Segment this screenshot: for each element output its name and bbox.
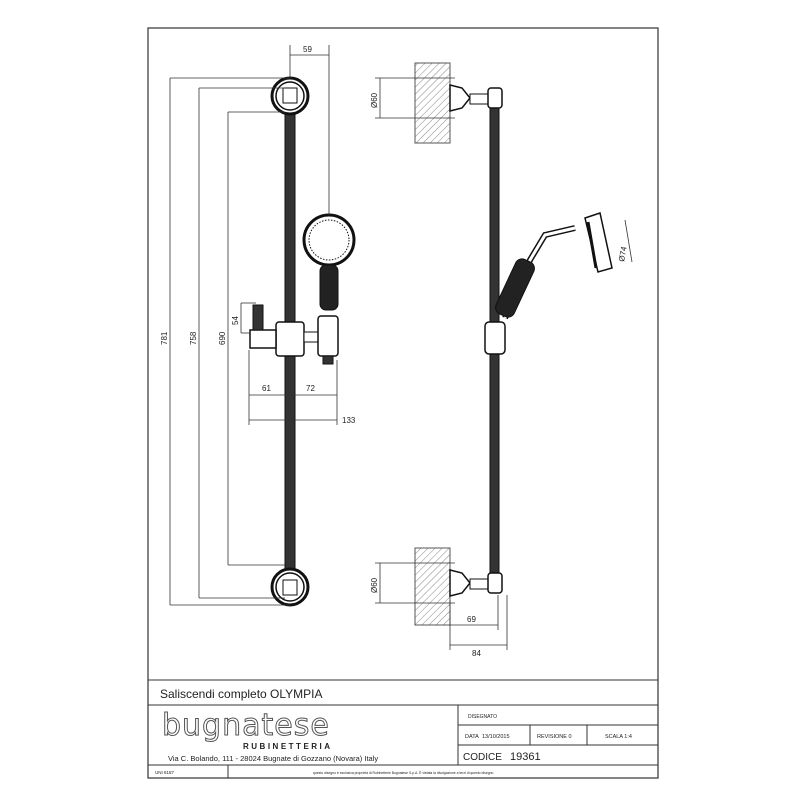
dim-61: 61 — [262, 384, 271, 393]
shower-head — [302, 213, 356, 267]
drawing-title: Saliscendi completo OLYMPIA — [160, 687, 323, 701]
dim-758: 758 — [189, 331, 198, 345]
dim-84: 84 — [472, 649, 481, 658]
dim-phi60-top: Ø60 — [370, 92, 379, 108]
side-view — [414, 62, 613, 626]
side-slider — [484, 321, 506, 355]
front-dimensions — [169, 45, 338, 606]
code-value: 19361 — [510, 751, 541, 763]
code-label: CODICE — [463, 752, 502, 763]
front-view — [249, 76, 356, 607]
drawn-by-label: DISEGNATO — [468, 714, 497, 720]
date-label: DATA — [465, 734, 479, 740]
dim-54: 54 — [231, 316, 240, 325]
wall-section-bottom — [414, 547, 451, 626]
shower-holder — [317, 315, 339, 357]
dim-781: 781 — [160, 331, 169, 345]
norm-reference: UNI 8187 — [155, 770, 175, 775]
dim-phi60-bottom: Ø60 — [370, 577, 379, 593]
side-handle — [495, 258, 535, 318]
dim-72: 72 — [306, 384, 315, 393]
copyright-note: questo disegno è esclusiva proprietà di … — [313, 770, 493, 775]
logo-subtitle: RUBINETTERIA — [243, 742, 333, 751]
scale: SCALA 1:4 — [605, 734, 632, 740]
dim-59: 59 — [303, 45, 312, 54]
date-value: 13/10/2015 — [482, 734, 510, 740]
dim-phi74: Ø74 — [617, 245, 629, 262]
drawing-frame — [147, 27, 659, 779]
company-address: Via C. Bolando, 111 - 28024 Bugnate di G… — [168, 754, 378, 763]
company-logo: bugnatese — [162, 708, 330, 743]
slider-block — [275, 321, 305, 357]
side-dimensions — [375, 77, 633, 650]
dim-69: 69 — [467, 615, 476, 624]
dim-690: 690 — [218, 331, 227, 345]
title-block — [147, 679, 659, 779]
dim-133: 133 — [342, 416, 356, 425]
revision: REVISIONE 0 — [537, 734, 572, 740]
hand-shower-handle — [319, 264, 339, 311]
slider-lever — [249, 329, 277, 349]
wall-section-top — [414, 62, 451, 144]
